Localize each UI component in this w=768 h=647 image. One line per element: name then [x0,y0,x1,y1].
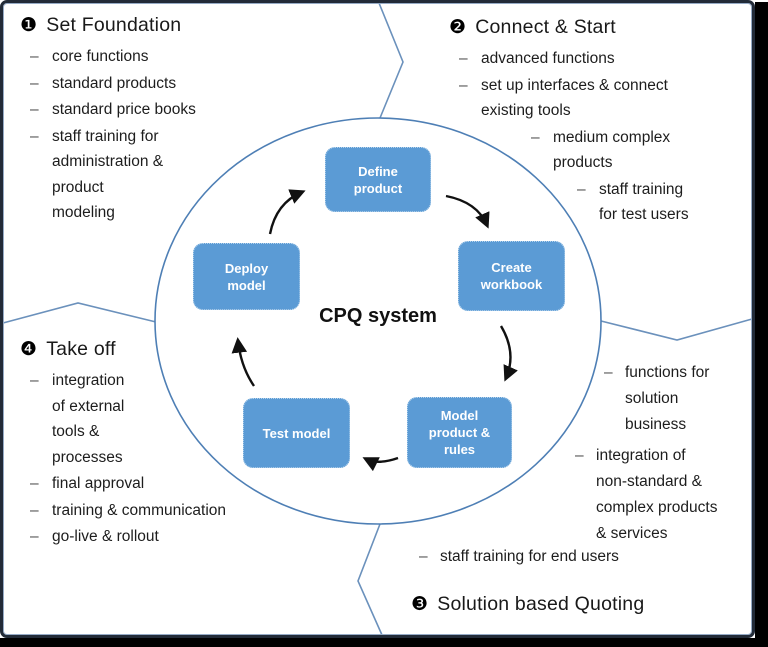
process-step-define-product: Define product [325,147,431,212]
section-connect-start: ❷ Connect & Start – advanced functions –… [449,16,751,229]
dash-bullet: – [577,180,586,198]
dash-bullet: – [604,364,613,381]
bullet-item: – set up interfaces & connect existing t… [449,73,751,124]
process-step-model-product-rules: Model product & rules [407,397,512,468]
section-heading: ❹ Take off [20,338,285,361]
section-number-badge: ❶ [20,15,38,36]
process-step-test-model: Test model [243,398,350,468]
bullet-item: – staff training for administration & pr… [20,124,260,226]
dash-bullet: – [30,101,39,118]
bullet-item: – go-live & rollout [20,524,285,550]
dash-bullet: – [459,76,468,94]
bullet-list: – advanced functions – set up interfaces… [449,46,751,228]
section-title: Solution based Quoting [437,593,645,615]
section-title: Connect & Start [475,16,616,38]
shadow-band-right [755,2,768,647]
bullet-item: – medium complex products [449,125,751,176]
dash-bullet: – [30,501,39,519]
quadrant-divider-left [2,302,157,324]
section-take-off: ❹ Take off – integration of external too… [20,338,285,551]
dash-bullet: – [459,50,468,67]
bullet-item: – staff training for test users [449,177,751,228]
dash-bullet: – [30,475,39,492]
cpq-system-label: CPQ system [319,305,437,327]
arrow-create-to-model [499,325,518,382]
arrow-deploy-to-define [268,189,306,235]
bullet-item: – integration of non-standard & complex … [575,443,717,547]
dash-bullet: – [30,48,39,65]
bullet-item: – standard products [20,71,260,97]
bullet-item: – staff training for end users [419,544,619,570]
arrow-test-to-deploy [231,337,255,387]
bullet-item: – advanced functions [449,46,751,72]
arrow-model-to-test [362,456,399,472]
section-heading: ❷ Connect & Start [449,16,751,39]
section-title: Take off [46,338,116,360]
section-title: Set Foundation [46,14,182,36]
quadrant-divider-bottom [357,523,383,636]
dash-bullet: – [30,372,39,389]
bullet-item: – training & communication [20,498,285,524]
dash-bullet: – [531,128,540,146]
dash-bullet: – [575,447,584,464]
bullet-item: – integration of external tools & proces… [20,368,285,470]
bullet-list: – integration of external tools & proces… [20,368,285,550]
quadrant-divider-right [600,318,753,341]
section-heading: ❶ Set Foundation [20,14,260,37]
bullet-item: – standard price books [20,97,260,123]
dash-bullet: – [30,127,39,145]
bullet-item: – functions for solution business [604,360,709,438]
dash-bullet: – [30,74,39,92]
arrow-define-to-create [445,194,490,229]
dash-bullet: – [30,528,39,545]
process-step-deploy-model: Deploy model [193,243,300,310]
bullet-list: – core functions – standard products – s… [20,44,260,226]
section-number-badge: ❷ [449,17,467,38]
quadrant-divider-top [378,2,404,119]
section-number-badge: ❹ [20,339,38,360]
slide-canvas: ❶ Set Foundation – core functions – stan… [2,2,753,636]
section-set-foundation: ❶ Set Foundation – core functions – stan… [20,14,260,227]
shadow-band-bottom [0,638,768,647]
section-number-badge: ❸ [411,594,429,615]
bullet-item: – final approval [20,471,285,497]
section-solution-based-quoting: ❸ Solution based Quoting [411,593,644,616]
dash-bullet: – [419,548,428,565]
bullet-item: – core functions [20,44,260,70]
process-step-create-workbook: Create workbook [458,241,565,311]
